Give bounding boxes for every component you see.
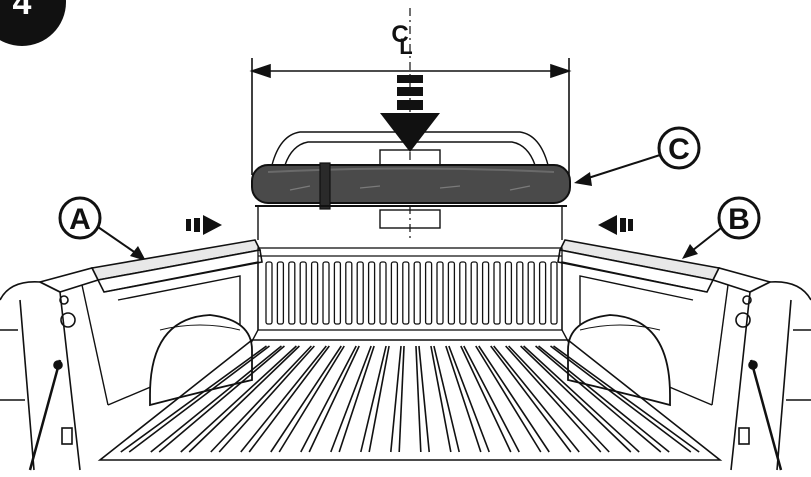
floor-rib: [445, 345, 482, 453]
floor-rib: [180, 345, 297, 453]
step-number: 4: [13, 0, 32, 22]
floor-rib: [278, 345, 345, 453]
inward-arrow-right-icon: [598, 215, 633, 235]
wall-rib: [402, 261, 410, 325]
wall-rib: [333, 261, 342, 325]
left-wheel-well: [149, 314, 253, 407]
callout-a-letter: A: [69, 203, 91, 236]
floor-rib: [478, 345, 550, 453]
floor-rib: [433, 345, 460, 453]
centerline-l: L: [399, 34, 412, 59]
wall-rib: [288, 261, 296, 325]
floor-rib: [128, 345, 270, 453]
floor-rib: [368, 345, 390, 453]
inward-arrow-left-icon: [186, 215, 222, 235]
floor-rib: [158, 345, 285, 453]
wall-rib: [516, 261, 524, 325]
floor-rib: [415, 345, 422, 453]
cover-strap: [319, 162, 331, 210]
floor-rib: [150, 345, 282, 453]
down-arrow-icon: [380, 75, 440, 152]
wall-rib: [470, 261, 478, 325]
floor-rib: [308, 345, 360, 453]
floor-rib: [418, 345, 430, 453]
floor-rib: [360, 345, 387, 453]
callout-a: A: [58, 196, 146, 261]
wall-rib: [424, 261, 433, 325]
wall-rib: [322, 261, 330, 325]
floor-rib: [218, 345, 315, 453]
wall-rib: [356, 261, 364, 325]
floor-rib: [430, 345, 452, 453]
right-wheel-well: [567, 314, 671, 407]
floor-rib: [300, 345, 357, 453]
floor-rib: [338, 345, 375, 453]
wall-rib: [447, 261, 456, 325]
wall-rib: [504, 261, 513, 325]
callout-c: C: [574, 126, 701, 186]
floor-rib: [535, 345, 662, 453]
floor-rib: [520, 345, 632, 453]
right-bed-rail: [557, 239, 773, 293]
floor-rib: [553, 345, 700, 453]
wall-rib: [527, 261, 535, 325]
floor-rib: [248, 345, 330, 453]
callout-b-letter: B: [728, 203, 750, 236]
centerline-c: C: [391, 21, 408, 48]
callout-c-letter: C: [668, 133, 690, 166]
wall-rib: [436, 261, 444, 325]
floor-rib: [188, 345, 300, 453]
floor-rib: [505, 345, 602, 453]
callout-b: B: [682, 196, 761, 259]
floor-rib: [210, 345, 312, 453]
floor-rib: [270, 345, 342, 453]
floor-rib: [448, 345, 490, 453]
wall-rib: [276, 261, 285, 325]
floor-rib: [550, 345, 692, 453]
wall-rib: [345, 261, 353, 325]
step-badge: 4: [0, 0, 66, 46]
floor-rib: [460, 345, 512, 453]
floor-rib: [493, 345, 580, 453]
wall-rib: [538, 261, 547, 325]
wall-rib: [310, 261, 319, 325]
floor-rib: [398, 345, 405, 453]
wall-rib: [493, 261, 501, 325]
floor-rib: [508, 345, 610, 453]
tailgate-left: [0, 281, 81, 471]
floor-rib: [330, 345, 372, 453]
left-bed-rail: [37, 239, 263, 293]
width-dimension: [249, 58, 572, 175]
bed-floor: [97, 339, 723, 461]
wall-rib: [367, 261, 376, 325]
floor-rib: [475, 345, 542, 453]
floor-rib: [463, 345, 520, 453]
wall-rib: [379, 261, 387, 325]
wall-rib: [299, 261, 307, 325]
floor-rib: [390, 345, 402, 453]
floor-rib: [523, 345, 640, 453]
wall-rib: [265, 261, 273, 325]
wall-rib: [413, 261, 421, 325]
floor-rib: [120, 345, 267, 453]
rolled-cover: [251, 162, 571, 210]
front-bed-wall: [257, 247, 563, 331]
centerline-symbol: C L: [391, 21, 412, 59]
floor-rib: [538, 345, 670, 453]
wall-rib: [481, 261, 490, 325]
wall-rib: [459, 261, 467, 325]
wall-rib: [390, 261, 399, 325]
floor-rib: [240, 345, 327, 453]
wall-rib: [550, 261, 558, 325]
floor-rib: [490, 345, 572, 453]
tailgate-right: [730, 281, 811, 471]
